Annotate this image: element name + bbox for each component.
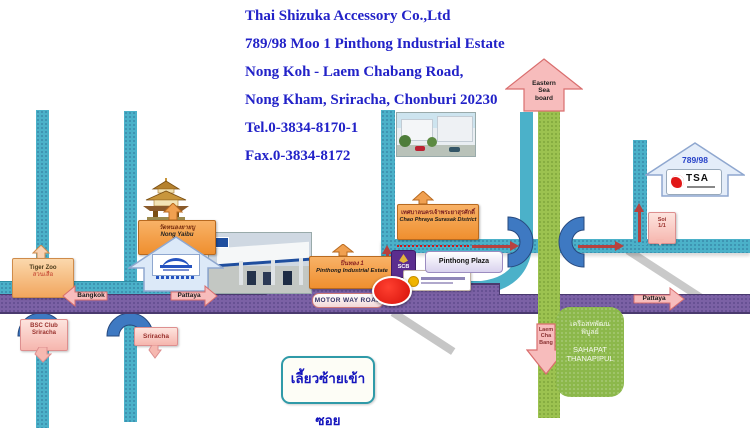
tsa-swoosh-icon <box>671 175 684 188</box>
bsc-club-line2: Sriracha <box>31 329 56 336</box>
sahapat-english-line2: THANAPIPUL <box>566 353 614 363</box>
laem-line2: Cha <box>540 333 552 340</box>
down-arrow-icon <box>148 345 162 359</box>
route-arrow-east <box>578 245 615 248</box>
building-shape <box>437 116 473 142</box>
laem-line3: Bang <box>539 339 553 346</box>
route-arrow-up <box>638 212 641 242</box>
bsc-club-label: BSC Club Sriracha <box>20 319 68 351</box>
eastern-seaboard-arrow <box>505 58 583 112</box>
route-arrowhead-east <box>615 241 624 251</box>
company-address-2: Nong Koh - Laem Chabang Road, <box>245 64 464 80</box>
pinthong-plaza-label: Pinthong Plaza <box>425 251 503 273</box>
nong-yaibu-thai: วัดหนองยายบู <box>158 225 196 231</box>
sahapat-thai-line2: พิบูลย์ <box>581 329 599 337</box>
turn-left-instruction: เลี้ยวซ้ายเข้าซอย <box>281 356 375 428</box>
bangkok-direction-arrow <box>62 285 108 307</box>
soi-line2: 1/1 <box>658 223 666 230</box>
bank-logo-icon <box>408 276 419 287</box>
bank-text-line <box>421 277 465 280</box>
route-arrowhead-east <box>510 241 519 251</box>
sign-text-line <box>160 265 192 268</box>
company-fax: Fax.0-3834-8172 <box>245 148 351 164</box>
route-arrow-east <box>472 245 510 248</box>
soi-line1: Soi <box>657 217 667 223</box>
route-arrowhead-up <box>382 245 392 254</box>
tsa-logo-text: TSA <box>686 173 709 184</box>
tsa-tagline-line <box>687 186 715 188</box>
building-shape <box>401 119 433 141</box>
laem-line1: Laem <box>538 327 554 333</box>
sahapat-thai-line1: เครือสหพัฒน <box>570 321 610 328</box>
pinthong-estate-english: Pinthong Industrial Estate <box>316 267 388 274</box>
tree-shape <box>399 135 411 147</box>
eastern-line3: board <box>534 94 554 102</box>
eastern-seaboard-label: Eastern Sea board <box>517 80 571 102</box>
office-sign-subtext <box>156 276 196 279</box>
pattaya-east-arrow-label: Pattaya <box>642 295 666 302</box>
nong-yaibu-english: Nong Yaibu <box>160 231 194 238</box>
canopy-pillar <box>271 260 275 285</box>
eastern-line1: Eastern <box>532 80 556 87</box>
sign-text-line <box>163 269 189 271</box>
tree-shape <box>427 137 437 147</box>
bsc-club-line1: BSC Club <box>30 323 58 329</box>
fuel-pump <box>263 272 271 285</box>
pinthong-estate-thai: ปิ่นทอง 1 <box>340 261 364 267</box>
bank-sign <box>403 270 471 291</box>
canopy-pillar <box>239 261 243 285</box>
scb-text: SCB <box>397 264 410 270</box>
company-address-3: Nong Kham, Sriracha, Chonburi 20230 <box>245 92 498 108</box>
scb-emblem-icon <box>399 254 408 263</box>
company-house-number: 789/98 <box>682 155 708 165</box>
eastern-line2: Sea <box>538 87 550 95</box>
car-shape <box>415 146 425 151</box>
bank-text-line <box>421 282 453 284</box>
sign-arc-logo-icon <box>162 258 190 269</box>
fuel-pump <box>247 271 256 285</box>
office-sign-board <box>152 254 200 276</box>
tiger-zoo-label: Tiger Zoo สวนเสือ <box>12 258 74 298</box>
laem-chabang-arrow <box>526 323 566 375</box>
up-arrow-icon <box>412 191 434 205</box>
sriracha-label: Sriracha <box>134 327 178 346</box>
company-address-1: 789/98 Moo 1 Pinthong Industrial Estate <box>245 36 505 52</box>
up-arrow-icon <box>163 203 183 221</box>
pattaya-direction-arrow <box>633 287 685 311</box>
route-arrowhead-up <box>634 203 644 212</box>
chao-phraya-thai: เทศบาลนครเจ้าพระยาสุรศักดิ์ <box>401 210 475 216</box>
tiger-zoo-thai: สวนเสือ <box>32 271 54 278</box>
chao-phraya-english: Chao Phraya Surasak District <box>399 216 477 223</box>
tiger-zoo-english: Tiger Zoo <box>29 265 57 271</box>
laem-chabang-label: Laem Cha Bang <box>532 327 560 346</box>
location-marker-oval <box>372 276 412 306</box>
canopy <box>217 241 309 268</box>
soi-pointer-icon <box>656 239 664 246</box>
overpass-ramp-icon <box>558 216 585 268</box>
sahapat-area: เครือสหพัฒน พิบูลย์ SAHAPAT THANAPIPUL <box>556 307 624 397</box>
company-tel: Tel.0-3834-8170-1 <box>245 120 359 136</box>
tsa-logo-plate: TSA <box>666 169 722 195</box>
fuel-pump <box>283 271 292 285</box>
chao-phraya-surasak-label: เทศบาลนครเจ้าพระยาสุรศักดิ์ Chao Phraya … <box>397 204 479 240</box>
route-dotted-line <box>397 245 469 247</box>
overpass-ramp-icon <box>507 216 534 268</box>
company-name: Thai Shizuka Accessory Co.,Ltd <box>245 8 451 24</box>
canopy-pillar <box>299 258 303 285</box>
pattaya-direction-arrow <box>170 285 218 307</box>
district-office-photo <box>396 112 476 157</box>
bangkok-arrow-label: Bangkok <box>77 292 105 299</box>
car-shape <box>449 147 460 152</box>
road-vertical-soi11 <box>633 140 647 246</box>
sahapat-english-line1: SAHAPAT <box>573 345 607 355</box>
down-arrow-icon <box>34 347 52 363</box>
gas-station-photo <box>208 232 312 294</box>
pattaya-west-arrow-label: Pattaya <box>177 292 201 299</box>
